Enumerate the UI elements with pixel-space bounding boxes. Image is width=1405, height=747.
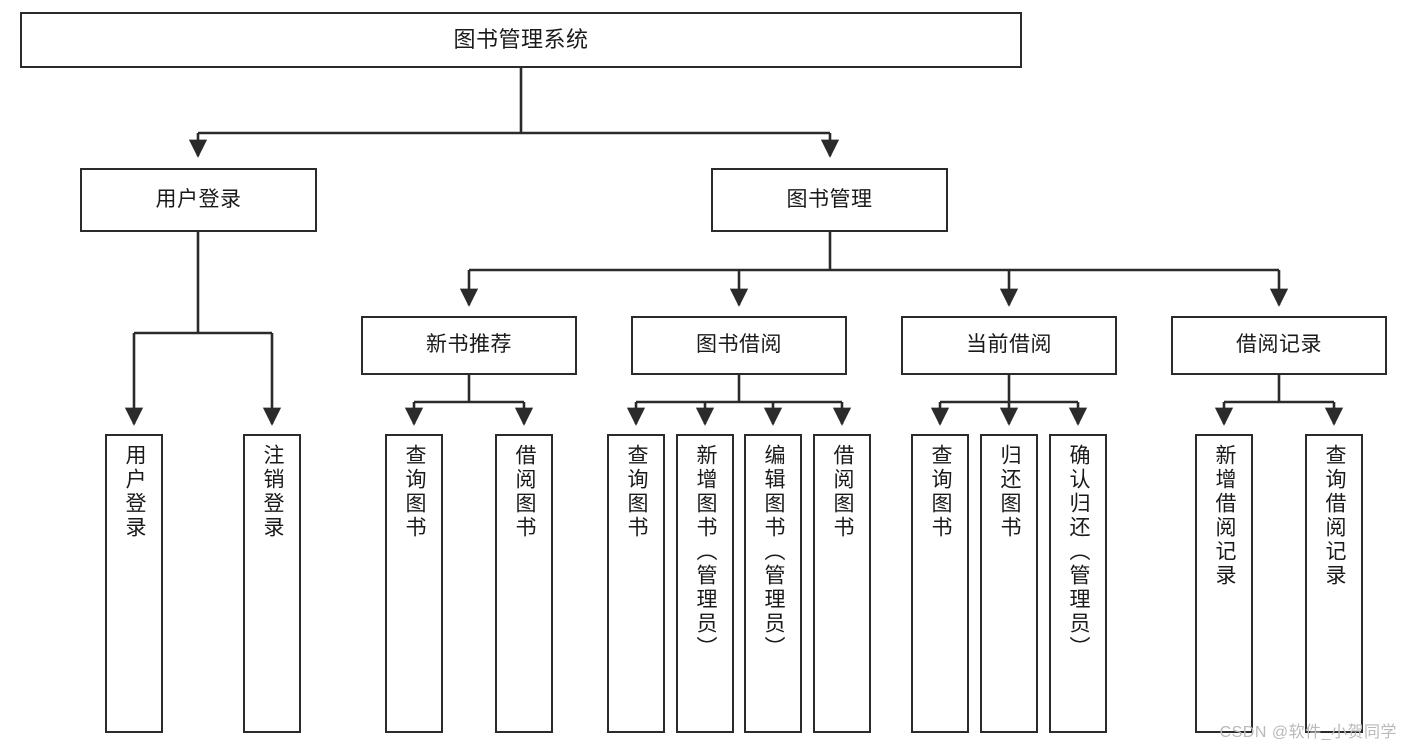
node-user-login[interactable]: 用户登录 <box>80 168 317 232</box>
node-label: 借阅图书 <box>831 444 855 540</box>
node-label: 查询图书 <box>403 444 427 540</box>
node-leaf-borrow-book[interactable]: 借阅图书 <box>813 434 871 733</box>
node-leaf-query-book-current[interactable]: 查询图书 <box>911 434 969 733</box>
node-label: 查询图书 <box>625 444 649 540</box>
node-book-management[interactable]: 图书管理 <box>711 168 948 232</box>
node-borrow-record[interactable]: 借阅记录 <box>1171 316 1387 375</box>
node-label: 当前借阅 <box>966 333 1052 357</box>
node-label: 新增借阅记录 <box>1213 444 1237 588</box>
node-book-borrow[interactable]: 图书借阅 <box>631 316 847 375</box>
node-leaf-user-login[interactable]: 用户登录 <box>105 434 163 733</box>
node-label: 图书借阅 <box>696 333 782 357</box>
node-leaf-return-book[interactable]: 归还图书 <box>980 434 1038 733</box>
node-label: 查询图书 <box>929 444 953 540</box>
node-label: 借阅记录 <box>1236 333 1322 357</box>
node-label: 新增图书（管理员） <box>694 444 718 660</box>
csdn-watermark: CSDN @软件_小贺同学 <box>1219 724 1397 741</box>
node-label: 用户登录 <box>123 444 147 540</box>
node-label: 借阅图书 <box>513 444 537 540</box>
node-label: 确认归还（管理员） <box>1067 444 1091 660</box>
node-leaf-query-book-recommend[interactable]: 查询图书 <box>385 434 443 733</box>
node-leaf-query-book-borrow[interactable]: 查询图书 <box>607 434 665 733</box>
node-leaf-borrow-book-recommend[interactable]: 借阅图书 <box>495 434 553 733</box>
node-label: 查询借阅记录 <box>1323 444 1347 588</box>
node-label: 新书推荐 <box>426 333 512 357</box>
node-new-book-recommend[interactable]: 新书推荐 <box>361 316 577 375</box>
node-label: 归还图书 <box>998 444 1022 540</box>
node-leaf-add-book-admin[interactable]: 新增图书（管理员） <box>676 434 734 733</box>
node-leaf-edit-book-admin[interactable]: 编辑图书（管理员） <box>744 434 802 733</box>
node-label: 编辑图书（管理员） <box>762 444 786 660</box>
node-label: 注销登录 <box>261 444 285 540</box>
node-label: 图书管理 <box>786 187 873 211</box>
node-label: 用户登录 <box>155 187 242 211</box>
node-leaf-add-borrow-record[interactable]: 新增借阅记录 <box>1195 434 1253 733</box>
node-leaf-query-borrow-record[interactable]: 查询借阅记录 <box>1305 434 1363 733</box>
node-current-borrow[interactable]: 当前借阅 <box>901 316 1117 375</box>
node-leaf-confirm-return-admin[interactable]: 确认归还（管理员） <box>1049 434 1107 733</box>
node-leaf-user-logout[interactable]: 注销登录 <box>243 434 301 733</box>
node-root-book-management-system[interactable]: 图书管理系统 <box>20 12 1022 68</box>
node-label: 图书管理系统 <box>453 27 589 53</box>
